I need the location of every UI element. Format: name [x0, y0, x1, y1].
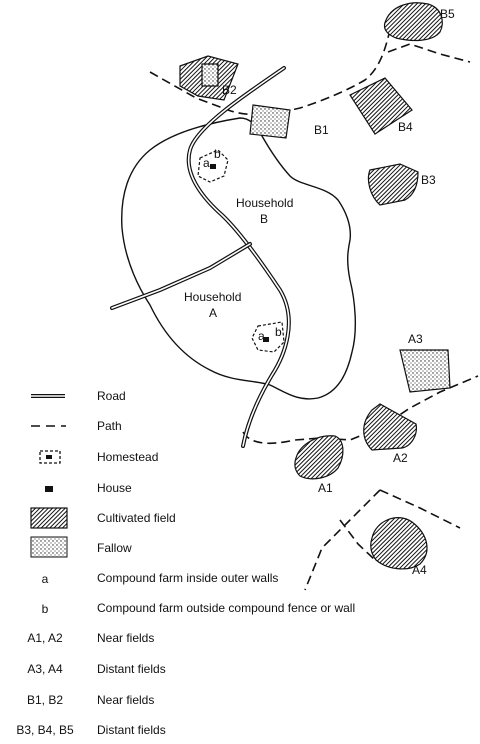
- path-south-branch-b: [339, 519, 376, 561]
- legend-key-a3a4: A3, A4: [27, 662, 63, 676]
- legend-label-road: Road: [97, 389, 126, 403]
- legend-cultivated-symbol: [30, 507, 68, 529]
- field-a2: [363, 403, 417, 451]
- fields: [179, 2, 451, 570]
- legend-label-house: House: [97, 481, 132, 495]
- legend-key-a: a: [41, 572, 49, 586]
- label-a2: A2: [393, 451, 408, 465]
- legend-key-b1b2: B1, B2: [26, 693, 64, 707]
- paths: [149, 29, 479, 591]
- legend-label-a1a2: Near fields: [97, 631, 155, 645]
- label-a1: A1: [318, 481, 333, 495]
- label-b2: B2: [222, 83, 237, 97]
- legend-label-a3a4: Distant fields: [97, 662, 166, 676]
- legend-label-b1b2: Near fields: [97, 693, 155, 707]
- path-north: [149, 29, 391, 116]
- legend-key-a1a2: A1, A2: [27, 631, 63, 645]
- house-icon: [210, 164, 216, 169]
- label-b4: B4: [398, 120, 413, 134]
- field-b2-fallow: [201, 63, 219, 87]
- label-a4: A4: [412, 563, 427, 577]
- path-b5-east: [387, 43, 471, 63]
- field-a4: [370, 517, 428, 570]
- legend-label-cultivated: Cultivated field: [97, 511, 176, 525]
- household-b-label-2: B: [260, 212, 268, 226]
- field-b3: [367, 163, 419, 206]
- field-a1: [294, 435, 344, 480]
- homestead-b-label-a: a: [203, 156, 210, 170]
- legend-fallow-symbol: [30, 536, 68, 558]
- household-boundaries: [121, 117, 356, 400]
- homestead-a: a b: [251, 321, 285, 353]
- field-b5: [383, 2, 443, 42]
- road: [110, 66, 291, 448]
- label-a3: A3: [408, 332, 423, 346]
- legend-label-homestead: Homestead: [97, 450, 159, 464]
- legend-label-b: Compound farm outside compound fence or …: [97, 601, 356, 615]
- legend-key-b: b: [41, 602, 49, 616]
- legend-key-b3b4b5: B3, B4, B5: [16, 723, 74, 737]
- field-a3: [399, 349, 451, 393]
- legend-label-a: Compound farm inside outer walls: [97, 571, 279, 585]
- household-a-label-2: A: [209, 306, 217, 320]
- homestead-b-label-b: b: [214, 147, 221, 161]
- path-south-branch-a: [304, 489, 381, 591]
- field-b1: [249, 104, 291, 139]
- household-boundary: [121, 117, 356, 400]
- path-south-branch-c: [379, 489, 461, 529]
- legend-house-symbol: [45, 486, 53, 492]
- legend-label-path: Path: [97, 419, 122, 433]
- legend-label-fallow: Fallow: [97, 541, 132, 555]
- household-a-label-1: Household: [184, 290, 241, 304]
- household-b-label-1: Household: [236, 196, 293, 210]
- legend-symbols: [30, 394, 68, 558]
- homestead-a-label-b: b: [275, 325, 282, 339]
- map-labels: B5 B2 B1 B4 B3 A3 A2 A1 A4 Household B H…: [184, 7, 455, 577]
- house-icon: [263, 337, 269, 342]
- label-b3: B3: [421, 173, 436, 187]
- field-b4: [349, 77, 413, 135]
- legend-label-b3b4b5: Distant fields: [97, 723, 166, 737]
- homestead-b: a b: [197, 147, 229, 183]
- homestead-a-label-a: a: [258, 329, 265, 343]
- label-b1: B1: [314, 123, 329, 137]
- legend-homestead-symbol: [39, 450, 61, 464]
- label-b5: B5: [440, 7, 455, 21]
